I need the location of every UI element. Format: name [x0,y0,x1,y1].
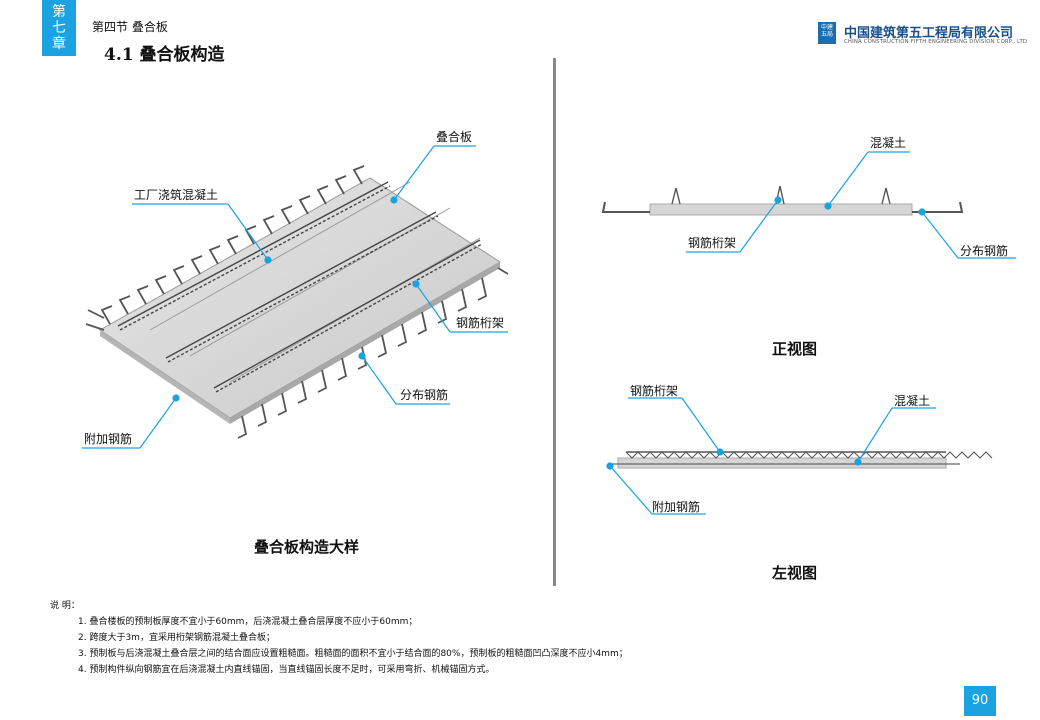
label-distribution: 分布钢筋 [400,388,449,402]
vertical-divider [553,58,556,586]
note-item: 3. 预制板与后浇混凝土叠合层之间的结合面应设置粗糙面。粗糙面的面积不宜小于结合… [78,649,628,659]
front-distribution-bar [601,201,964,213]
label-slab: 叠合板 [436,130,473,144]
chapter-tab-char: 章 [52,36,66,52]
side-label-truss: 钢筋桁架 [630,384,679,398]
iso-slab-drawing [85,165,509,439]
side-concrete [617,457,947,469]
section-title: 第四节 叠合板 [92,20,168,34]
iso-leaders [82,145,508,449]
note-item: 2. 跨度大于3m，宜采用桁架钢筋混凝土叠合板； [78,633,275,643]
front-view-drawing [601,185,964,216]
side-label-additional: 附加钢筋 [652,500,701,514]
front-leaders [686,151,1016,259]
company-name-cn: 中国建筑第五工程局有限公司 [844,26,1014,41]
label-truss: 钢筋桁架 [456,316,505,330]
side-leaders [606,397,936,515]
company-logo: 中建 五局 中国建筑第五工程局有限公司 CHINA CONSTRUCTION F… [818,22,1027,52]
iso-trusses [117,181,483,393]
note-item: 1. 叠合楼板的预制板厚度不宜小于60mm，后浇混凝土叠合层厚度不应小于60mm… [78,617,418,627]
iso-slab-edge [100,330,230,424]
front-label-concrete: 混凝土 [870,136,907,150]
notes-heading: 说 明： [50,601,80,611]
iso-top-hooks [100,165,365,325]
notes-block: 说 明： 1. 叠合楼板的预制板厚度不宜小于60mm，后浇混凝土叠合层厚度不应小… [50,598,628,678]
chapter-tab: 第 七 章 [42,0,76,56]
iso-left-bars [85,309,105,331]
iso-caption: 叠合板构造大样 [254,538,360,556]
front-concrete [649,203,913,216]
front-label-distribution: 分布钢筋 [960,244,1009,258]
page-title: 4.1 叠合板构造 [104,45,225,65]
chapter-tab-char: 七 [52,20,66,36]
front-label-truss: 钢筋桁架 [688,236,737,250]
iso-slab-edge [230,262,500,424]
chapter-tab-char: 第 [52,4,66,20]
label-factory-concrete: 工厂浇筑混凝土 [134,188,219,202]
note-item: 4. 预制构件纵向钢筋宜在后浇混凝土内直线锚固，当直线锚固长度不足时，可采用弯折… [78,665,495,675]
page-number: 90 [964,686,996,716]
company-name-en: CHINA CONSTRUCTION FIFTH ENGINEERING DIV… [844,39,1028,45]
side-truss-web [625,451,993,459]
company-logo-mark: 中建 五局 [818,22,836,44]
side-label-concrete: 混凝土 [894,394,931,408]
side-caption: 左视图 [772,564,818,582]
label-additional: 附加钢筋 [84,432,133,446]
front-caption: 正视图 [772,340,818,358]
side-view-drawing [608,451,993,469]
iso-bottom-hooks [237,267,509,439]
